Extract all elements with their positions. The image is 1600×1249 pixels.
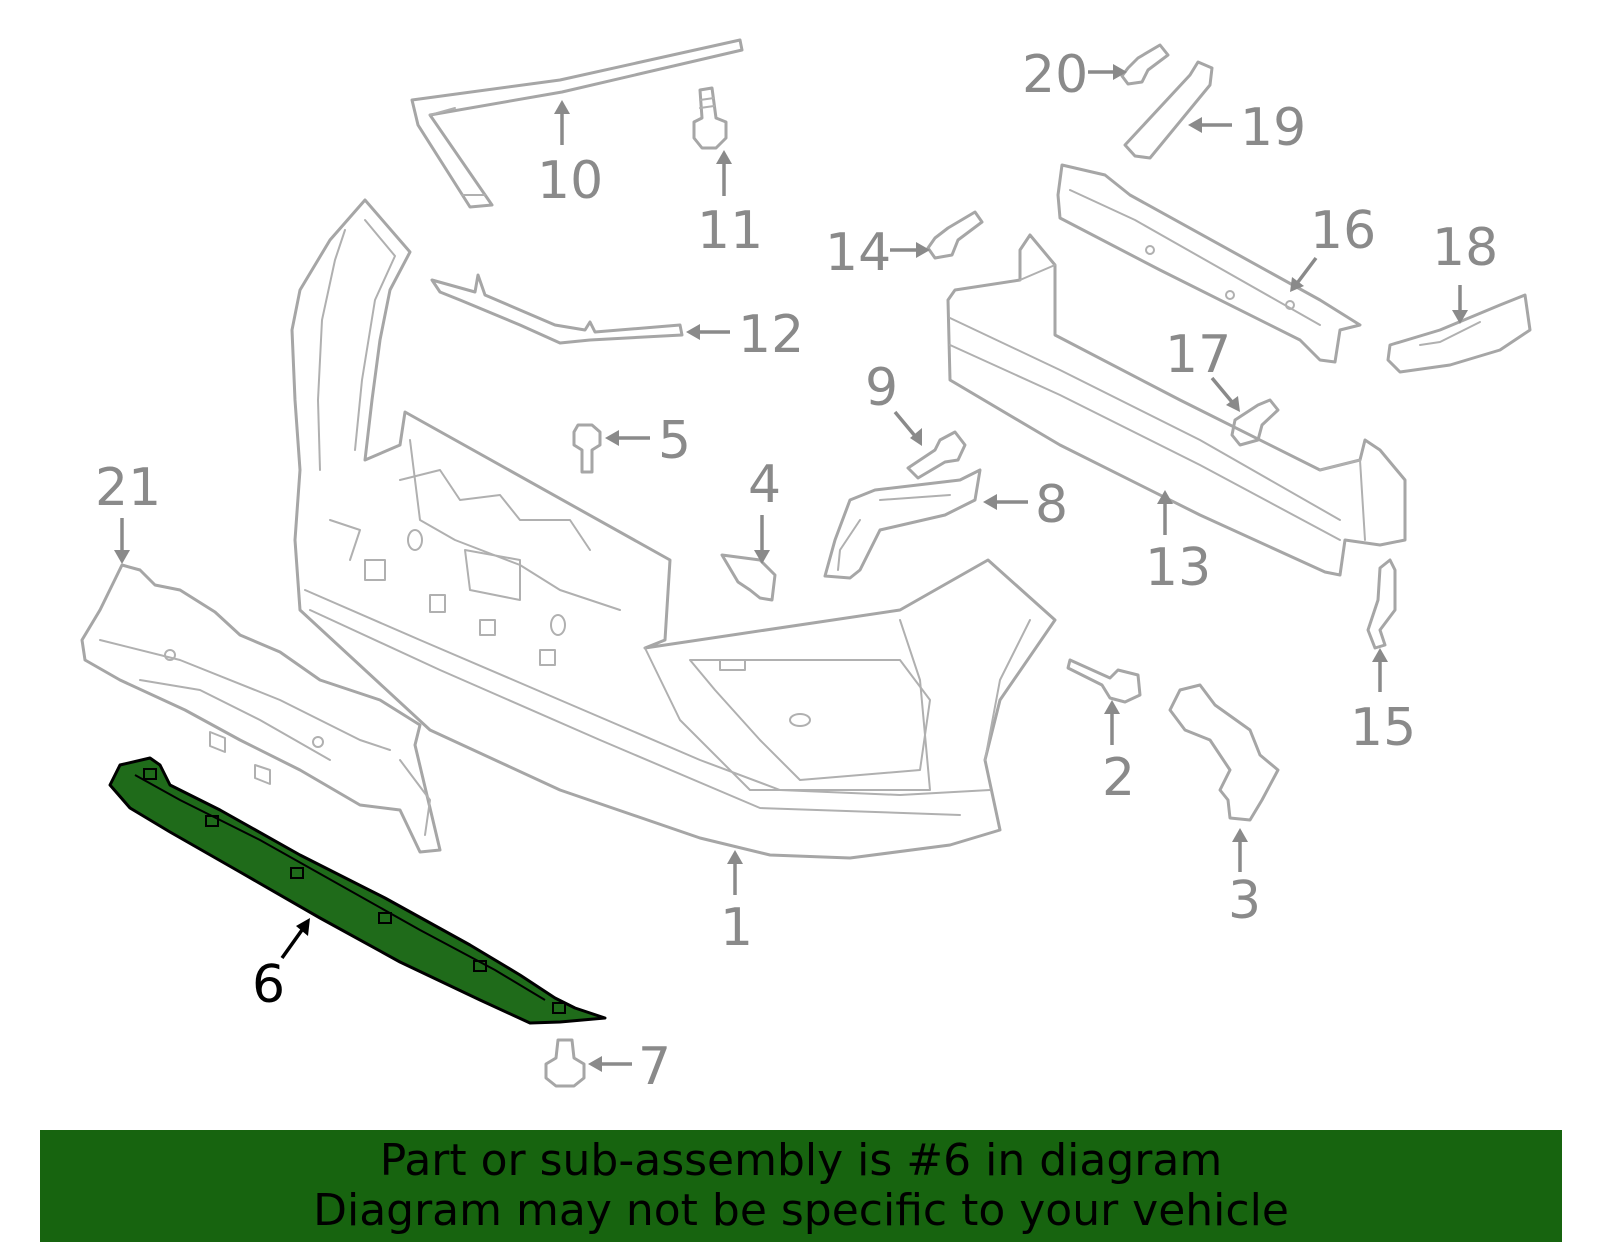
- callout-16: 16: [1310, 201, 1376, 261]
- part-15-bracket: [1366, 558, 1397, 650]
- callout-21: 21: [95, 458, 161, 518]
- part-12-grille-strip: [430, 273, 684, 345]
- part-9-bolt: [906, 430, 967, 480]
- callout-10: 10: [537, 151, 603, 211]
- callout-8: 8: [1035, 475, 1068, 535]
- part-20-bolt: [1120, 43, 1170, 86]
- part-17-bolt: [1230, 398, 1280, 447]
- part-2-bolt: [1066, 658, 1142, 704]
- banner-line-2: Diagram may not be specific to your vehi…: [313, 1185, 1289, 1236]
- info-banner: Part or sub-assembly is #6 in diagram Di…: [40, 1130, 1562, 1242]
- part-19-bracket: [1123, 60, 1214, 160]
- part-11-bolt: [692, 86, 728, 150]
- part-5-bolt: [572, 423, 602, 474]
- callout-18: 18: [1432, 218, 1498, 278]
- callout-2: 2: [1102, 748, 1135, 808]
- part-16-tie-bar: [1056, 163, 1362, 364]
- part-3-guide: [1168, 683, 1280, 822]
- callout-7: 7: [638, 1037, 671, 1097]
- callout-14: 14: [825, 223, 891, 283]
- callout-15: 15: [1350, 698, 1416, 758]
- part-13-impact-bar: [946, 233, 1407, 577]
- callout-20: 20: [1022, 45, 1088, 105]
- part-14-bolt: [926, 210, 984, 260]
- part-8-bracket: [823, 468, 982, 580]
- callout-19: 19: [1240, 98, 1306, 158]
- leader-arrows: [114, 64, 1468, 1072]
- callout-11: 11: [697, 201, 763, 261]
- callout-6: 6: [252, 955, 285, 1015]
- callout-3: 3: [1228, 871, 1261, 931]
- part-6-reinforcement: [108, 756, 607, 1025]
- callout-5: 5: [658, 411, 691, 471]
- part-7-bolt: [544, 1038, 586, 1088]
- part-18-bracket: [1386, 293, 1532, 374]
- callout-13: 13: [1145, 538, 1211, 598]
- banner-line-1: Part or sub-assembly is #6 in diagram: [379, 1135, 1223, 1186]
- callout-9: 9: [865, 358, 898, 418]
- callout-17: 17: [1165, 325, 1231, 385]
- callout-12: 12: [738, 305, 804, 365]
- part-10-upper-trim: [410, 38, 744, 209]
- callout-4: 4: [748, 455, 781, 515]
- part-4-clip: [720, 553, 777, 602]
- callout-1: 1: [720, 898, 753, 958]
- part-21-absorber: [80, 563, 442, 854]
- callout-labels: 10 11 12 5 4 21 1 6 7 8 9 14 20 19 16 18…: [95, 45, 1498, 1097]
- part-1-bumper-cover: [290, 198, 1057, 860]
